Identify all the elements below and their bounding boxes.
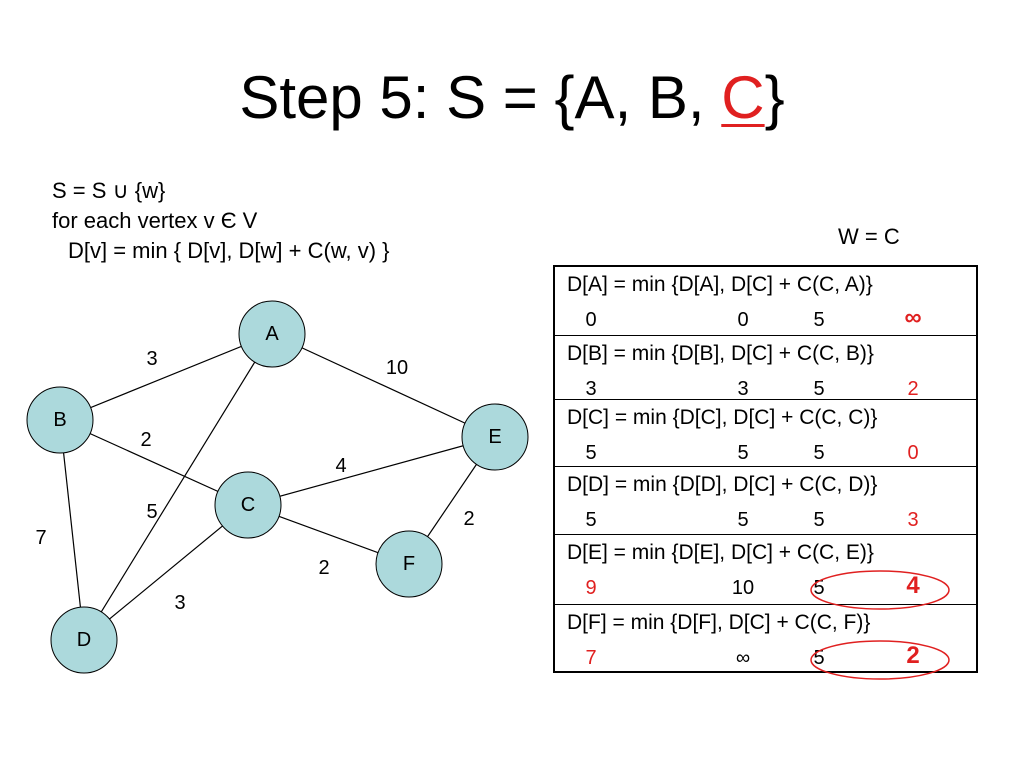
node-label-f: F [403,553,415,575]
edge-a-d [83,333,273,641]
highlight-ellipse-shape [810,640,950,680]
node-label-b: B [53,409,66,431]
row-expression: D[F] = min {D[F], D[C] + C(C, F)} [567,611,871,634]
edge-c-e [247,436,496,506]
node-f [375,530,443,598]
highlight-ellipse-shape [810,570,950,610]
node-c [214,471,282,539]
row-expression: D[A] = min {D[A], D[C] + C(C, A)} [567,273,873,296]
old-distance-value: 5 [585,509,597,531]
title-prefix: Step 5: S = {A, B, [239,64,722,131]
edge-weight-b-c: 2 [140,429,151,451]
old-distance-value: 5 [585,442,597,464]
w-label: W = C [838,224,900,249]
node-d [50,606,118,674]
old-distance-value: 0 [585,309,597,331]
dw-value: 5 [813,509,825,531]
node-b [26,386,94,454]
title-suffix: } [764,64,785,131]
current-distance-value: 3 [737,378,749,400]
distance-table: D[A] = min {D[A], D[C] + C(C, A)} 0 0 5 ∞ D[B… [553,265,978,680]
edge-weight-a-d: 5 [146,501,157,523]
node-label-a: A [265,323,279,345]
table-row: D[E] = min {D[E], D[C] + C(C, E)} 9 10 5 4 [555,535,976,610]
dw-value: 5 [813,647,825,669]
candidate-value: 2 [906,642,920,669]
algorithm-text: S = S ∪ {w} for each vertex v Є V D[v] =… [52,176,390,266]
edge-b-d [59,419,85,641]
node-label-c: C [241,494,255,516]
node-e [461,403,529,471]
candidate-value: 0 [907,442,919,464]
candidate-value: 3 [907,509,919,531]
current-distance-value: 0 [737,309,749,331]
algorithm-line-3: D[v] = min { D[v], D[w] + C(w, v) } [68,238,390,263]
row-expression: D[B] = min {D[B], D[C] + C(C, B)} [567,342,874,365]
table-row: D[A] = min {D[A], D[C] + C(C, A)} 0 0 5 ∞ [555,267,976,336]
edge-weight-c-f: 2 [318,557,329,579]
table-row: D[D] = min {D[D], D[C] + C(C, D)} 5 5 5 3 [555,467,976,535]
dw-value: 5 [813,309,825,331]
edge-a-e [271,333,496,438]
row-expression: D[D] = min {D[D], D[C] + C(C, D)} [567,473,878,496]
edge-weight-b-d: 7 [35,527,46,549]
current-distance-value: ∞ [735,647,751,669]
node-label-d: D [77,629,91,651]
current-distance-value: 5 [737,442,749,464]
slide-title: Step 5: S = {A, B, C} [0,58,1024,138]
old-distance-value: 9 [585,577,597,599]
current-distance-value: 10 [731,577,755,599]
current-distance-value: 5 [737,509,749,531]
dw-value: 5 [813,442,825,464]
candidate-value: 4 [906,572,920,599]
candidate-value: ∞ [904,304,922,331]
edge-a-b [59,333,273,421]
table-row: D[C] = min {D[C], D[C] + C(C, C)} 5 5 5 0 [555,400,976,467]
old-distance-value: 7 [585,647,597,669]
edge-weight-c-d: 3 [174,592,185,614]
dw-value: 5 [813,378,825,400]
table-row: D[B] = min {D[B], D[C] + C(C, B)} 3 3 5 2 [555,336,976,400]
algorithm-line-2: for each vertex v Є V [52,208,258,233]
node-label-e: E [488,426,501,448]
title-highlight: C [721,64,765,131]
edge-weight-c-e: 4 [335,455,346,477]
table-row: D[F] = min {D[F], D[C] + C(C, F)} 7 ∞ 5 2 [555,605,976,680]
row-expression: D[E] = min {D[E], D[C] + C(C, E)} [567,541,874,564]
edge-c-d [83,504,249,641]
edge-weight-e-f: 2 [463,508,474,530]
edge-b-c [59,419,249,506]
node-a [238,300,306,368]
edge-weight-a-b: 3 [146,348,157,370]
algorithm-line-1: S = S ∪ {w} [52,178,166,203]
edge-weight-a-e: 10 [386,357,408,379]
graph-diagram: A B C D E F 3 10 5 2 7 4 2 3 2 [26,300,529,674]
row-expression: D[C] = min {D[C], D[C] + C(C, C)} [567,406,878,429]
old-distance-value: 3 [585,378,597,400]
candidate-value: 2 [907,378,919,400]
dw-value: 5 [813,577,825,599]
